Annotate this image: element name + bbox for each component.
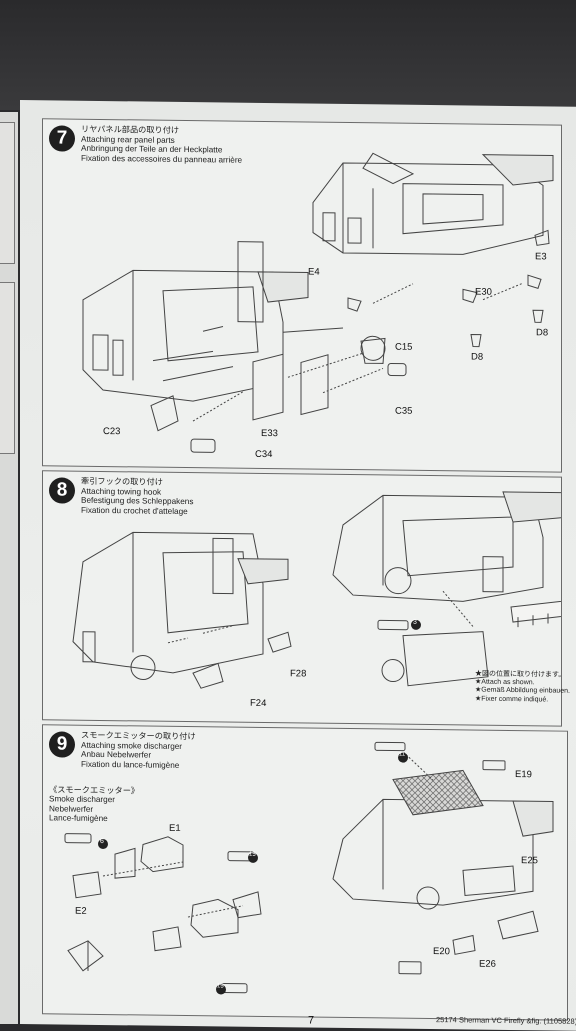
callout-number: 11	[399, 751, 406, 758]
step-9-panel: 9 スモークエミッターの取り付け Attaching smoke dischar…	[42, 724, 568, 1021]
callout-number: 6	[100, 837, 104, 846]
part-label: F24	[250, 697, 267, 710]
part-label: E26	[479, 958, 496, 970]
part-label: C15	[395, 341, 413, 353]
instruction-page: 7 リヤパネル部品の取り付け Attaching rear panel part…	[20, 100, 576, 1031]
callout-number: 15	[217, 983, 224, 990]
part-label: D8	[471, 351, 484, 363]
part-label: E4	[308, 266, 320, 278]
part-label: E20	[433, 946, 450, 958]
background-dark	[0, 0, 576, 110]
part-label: E1	[169, 822, 181, 834]
previous-page-edge	[0, 112, 18, 1024]
part-label: E3	[535, 251, 547, 263]
kit-code: 25174 Sherman VC Firefly &fig. (1105828)	[436, 1015, 576, 1026]
page-number: 7	[308, 1014, 315, 1027]
part-label: D8	[536, 327, 549, 339]
step-8-panel: 8 牽引フックの取り付け Attaching towing hook Befes…	[42, 470, 570, 727]
part-label: E25	[521, 855, 538, 867]
part-label: E2	[75, 905, 87, 917]
part-label: F28	[290, 668, 307, 680]
step-8-note: ★図の位置に取り付けます。 ★Attach as shown. ★Gemäß A…	[475, 670, 571, 704]
step-7-drawing	[82, 152, 554, 453]
step-8-drawing	[72, 491, 561, 689]
callout-number: 15	[249, 851, 256, 858]
callout-number: 3	[413, 618, 417, 626]
part-label: E33	[261, 427, 278, 440]
part-label: C35	[395, 405, 413, 417]
part-label: E30	[475, 286, 492, 298]
part-label: E19	[515, 769, 532, 781]
step-9-drawing	[64, 741, 554, 995]
part-label: C23	[103, 426, 121, 438]
step-7-panel: 7 リヤパネル部品の取り付け Attaching rear panel part…	[42, 118, 562, 473]
part-label: C34	[255, 448, 273, 461]
